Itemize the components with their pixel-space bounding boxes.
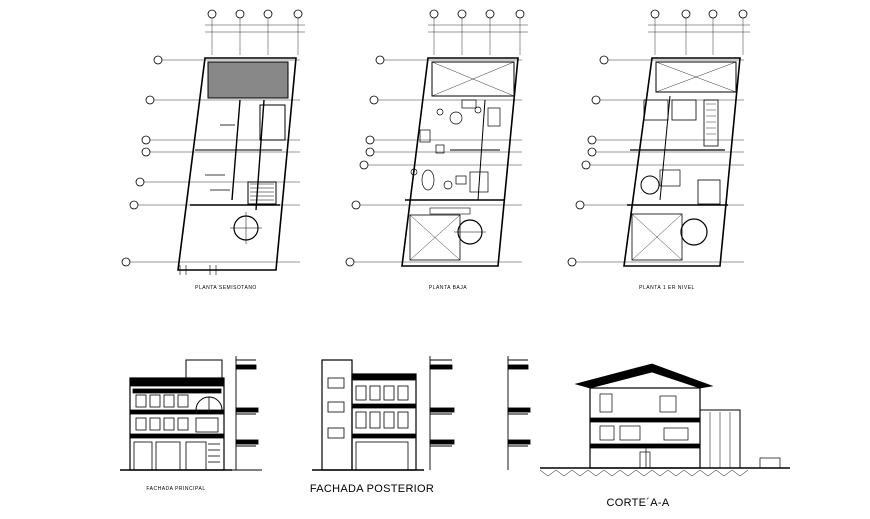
garden-hatch xyxy=(207,61,289,99)
plan-outline xyxy=(177,57,297,271)
elevation-fachada-posterior xyxy=(312,356,455,471)
section-title-corte: CORTE´A-A xyxy=(606,497,670,509)
plan-primer-nivel xyxy=(567,9,750,267)
grid-bubbles-top xyxy=(648,9,750,55)
plan-semisotano xyxy=(121,9,305,275)
plan-outline xyxy=(401,57,519,267)
plan-title-baja: PLANTA BAJA xyxy=(428,285,468,291)
plan-baja xyxy=(345,9,528,267)
grid-bubbles-left xyxy=(345,55,522,267)
grid-bubbles-top xyxy=(428,9,528,55)
section-corte-a-a xyxy=(507,356,790,477)
elevation-title-principal: FACHADA PRINCIPAL xyxy=(146,486,206,492)
plan-title-primer-nivel: PLANTA 1 ER NIVEL xyxy=(639,285,695,291)
grid-bubbles-top xyxy=(205,9,305,55)
elevation-fachada-principal xyxy=(120,356,262,471)
elevation-title-posterior: FACHADA POSTERIOR xyxy=(309,483,435,495)
plan-title-semisotano: PLANTA SEMISOTANO xyxy=(195,285,257,291)
plan-outline xyxy=(623,57,741,267)
